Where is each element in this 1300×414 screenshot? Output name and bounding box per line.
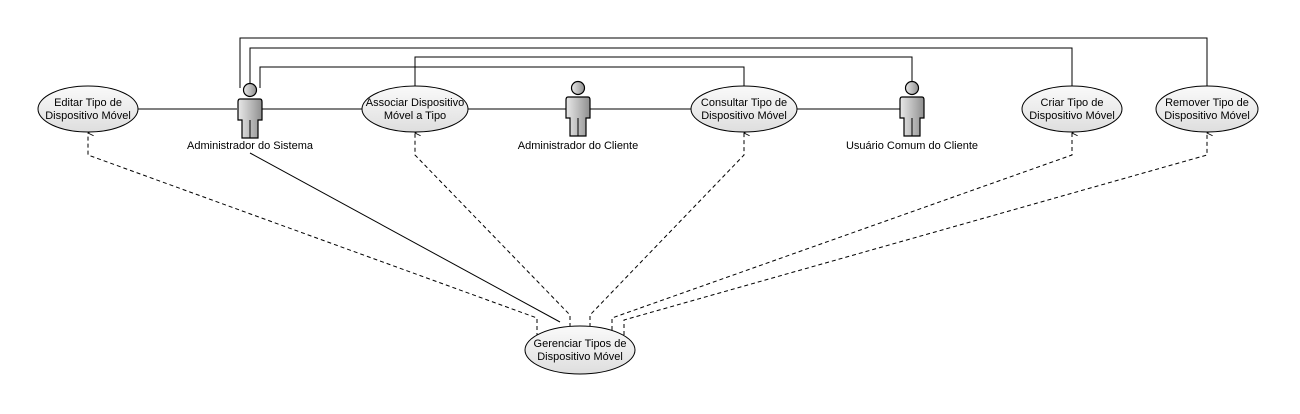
use-case-associar[interactable]: Associar Dispositivo Móvel a Tipo (361, 85, 469, 133)
actor-usuario-comum-label: Usuário Comum do Cliente (846, 140, 978, 152)
use-case-criar-shape (1021, 85, 1123, 133)
actor-admin-cliente[interactable]: Administrador do Cliente (518, 80, 638, 153)
use-case-criar-label-1: Criar Tipo de (1041, 97, 1104, 109)
use-case-associar-label-1: Associar Dispositivo (366, 97, 464, 109)
use-case-criar[interactable]: Criar Tipo de Dispositivo Móvel (1021, 85, 1123, 133)
use-case-editar-shape (37, 85, 139, 133)
use-case-associar-label-2: Móvel a Tipo (384, 110, 446, 122)
use-case-consultar-shape (690, 85, 798, 133)
actor-admin-cliente-icon (565, 80, 591, 137)
use-case-gerenciar-label-1: Gerenciar Tipos de (534, 338, 627, 350)
use-case-criar-label-2: Dispositivo Móvel (1029, 110, 1115, 122)
assoc-adminsistema-criar (249, 47, 1073, 88)
associations (136, 37, 1208, 323)
assoc-adminsistema-gerenciar (249, 152, 561, 323)
use-case-gerenciar-shape (524, 325, 636, 375)
use-case-editar[interactable]: Editar Tipo de Dispositivo Móvel (37, 85, 139, 133)
assoc-associar-usuario (414, 56, 913, 88)
use-case-editar-label-2: Dispositivo Móvel (45, 110, 131, 122)
assoc-adminsistema-remover (239, 37, 1208, 88)
dep-gerenciar-criar (611, 133, 1072, 330)
actor-usuario-comum[interactable]: Usuário Comum do Cliente (846, 80, 978, 153)
use-case-associar-shape (361, 85, 469, 133)
use-case-consultar[interactable]: Consultar Tipo de Dispositivo Móvel (690, 85, 798, 133)
actor-admin-sistema-label: Administrador do Sistema (187, 140, 314, 152)
dependencies (88, 133, 1207, 337)
use-case-remover[interactable]: Remover Tipo de Dispositivo Móvel (1155, 85, 1259, 133)
actor-usuario-comum-icon (899, 80, 925, 137)
use-case-remover-label-2: Dispositivo Móvel (1164, 110, 1250, 122)
use-case-remover-shape (1155, 85, 1259, 133)
dep-gerenciar-editar (88, 133, 538, 337)
use-case-gerenciar-label-2: Dispositivo Móvel (537, 351, 623, 363)
actor-admin-sistema-icon (237, 82, 263, 139)
use-case-editar-label-1: Editar Tipo de (54, 97, 122, 109)
use-case-consultar-label-1: Consultar Tipo de (701, 97, 787, 109)
actor-admin-sistema[interactable]: Administrador do Sistema (187, 82, 314, 153)
dep-gerenciar-remover (623, 133, 1207, 335)
assoc-adminsistema-consultar (259, 66, 745, 88)
dep-gerenciar-associar (415, 133, 571, 327)
use-case-remover-label-1: Remover Tipo de (1165, 97, 1249, 109)
use-case-consultar-label-2: Dispositivo Móvel (701, 110, 787, 122)
dep-gerenciar-consultar (589, 133, 744, 327)
actor-admin-cliente-label: Administrador do Cliente (518, 140, 638, 152)
use-case-gerenciar[interactable]: Gerenciar Tipos de Dispositivo Móvel (524, 325, 636, 375)
